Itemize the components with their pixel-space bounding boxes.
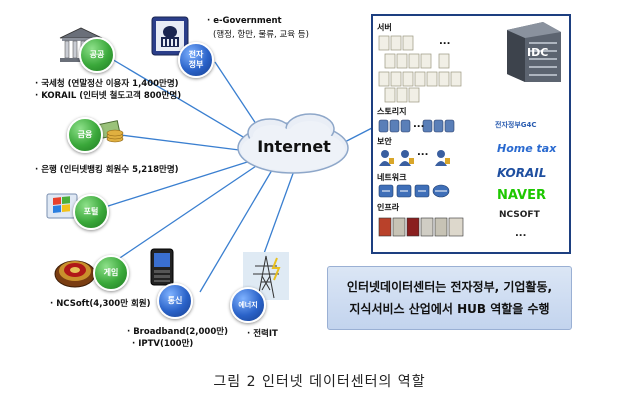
- node-egov-circle: 전자 정부: [178, 42, 214, 78]
- infra-equipment-icons: [378, 217, 464, 237]
- idc-badge: IDC: [527, 46, 549, 59]
- line-telecom: [199, 164, 276, 293]
- node-telecom-circle: 통신: [157, 283, 193, 319]
- node-portal-circle: 포털: [73, 194, 109, 230]
- energy-line-1: · 전력IT: [247, 329, 278, 339]
- section-server-label: 서버: [377, 23, 392, 32]
- telecom-line-1: · Broadband(2,000만): [127, 327, 228, 337]
- network-switch-icons: [378, 184, 450, 198]
- logo-hometax: Home tax: [497, 142, 557, 155]
- game-line-1: · NCSoft(4,300만 회원): [50, 299, 151, 309]
- line-finance: [104, 132, 256, 153]
- finance-line-1: · 은행 (인터넷뱅킹 회원수 5,218만명): [35, 165, 179, 175]
- line-gov: [104, 54, 266, 151]
- hub-description-box: 인터넷데이터센터는 전자정부, 기업활동, 지식서비스 산업에서 HUB 역할을…: [327, 266, 572, 330]
- security-ellipsis: ...: [417, 147, 429, 158]
- security-user-icons: [379, 150, 450, 166]
- roulette-game-icon: [54, 260, 96, 288]
- hub-line-2: 지식서비스 산업에서 HUB 역할을 수행: [349, 302, 550, 316]
- capitol-monitor-icon: [151, 16, 189, 56]
- logo-naver: NAVER: [497, 188, 547, 203]
- server-rack-icons: [378, 35, 462, 103]
- storage-ellipsis: ...: [413, 119, 425, 130]
- idc-panel: 서버 ... 스토리지 ... 보안 ... 네트워크 인프라: [371, 14, 571, 254]
- section-infra-label: 인프라: [377, 203, 400, 212]
- internet-cloud: [237, 113, 349, 174]
- internet-label: Internet: [257, 137, 331, 156]
- telecom-line-2: · IPTV(100만): [132, 339, 194, 349]
- line-game: [104, 161, 263, 269]
- logo-egov-g4c: 전자정부G4C: [495, 121, 537, 129]
- node-gov-circle: 공공: [79, 37, 115, 73]
- hub-line-1: 인터넷데이터센터는 전자정부, 기업활동,: [346, 280, 553, 294]
- section-network-label: 네트워크: [377, 173, 407, 182]
- server-ellipsis: ...: [439, 36, 451, 47]
- node-energy-circle: 에너지: [230, 287, 266, 323]
- storage-disk-icons: [378, 119, 455, 133]
- section-security-label: 보안: [377, 137, 392, 146]
- gov-line-1: · 국세청 (연말정산 이용자 1,400만명): [35, 79, 179, 89]
- logo-more-ellipsis: ...: [515, 228, 527, 239]
- mobile-phone-icon: [150, 248, 174, 286]
- idc-building-icon: [507, 22, 561, 82]
- windows-portal-icon: [46, 193, 78, 219]
- egov-line-2: (행정, 항만, 물류, 교육 등): [213, 30, 309, 40]
- logo-korail: KORAIL: [497, 166, 547, 180]
- gov-line-2: · KORAIL (인터넷 철도고객 800만명): [35, 91, 182, 101]
- logo-ncsoft: NCSOFT: [499, 210, 540, 220]
- section-storage-label: 스토리지: [377, 107, 407, 116]
- node-finance-circle: 금융: [67, 117, 103, 153]
- egov-line-1: · e-Government: [207, 16, 282, 26]
- figure-caption: 그림 2 인터넷 데이터센터의 역할: [213, 374, 426, 390]
- line-portal: [104, 157, 261, 208]
- node-game-circle: 게임: [93, 255, 129, 291]
